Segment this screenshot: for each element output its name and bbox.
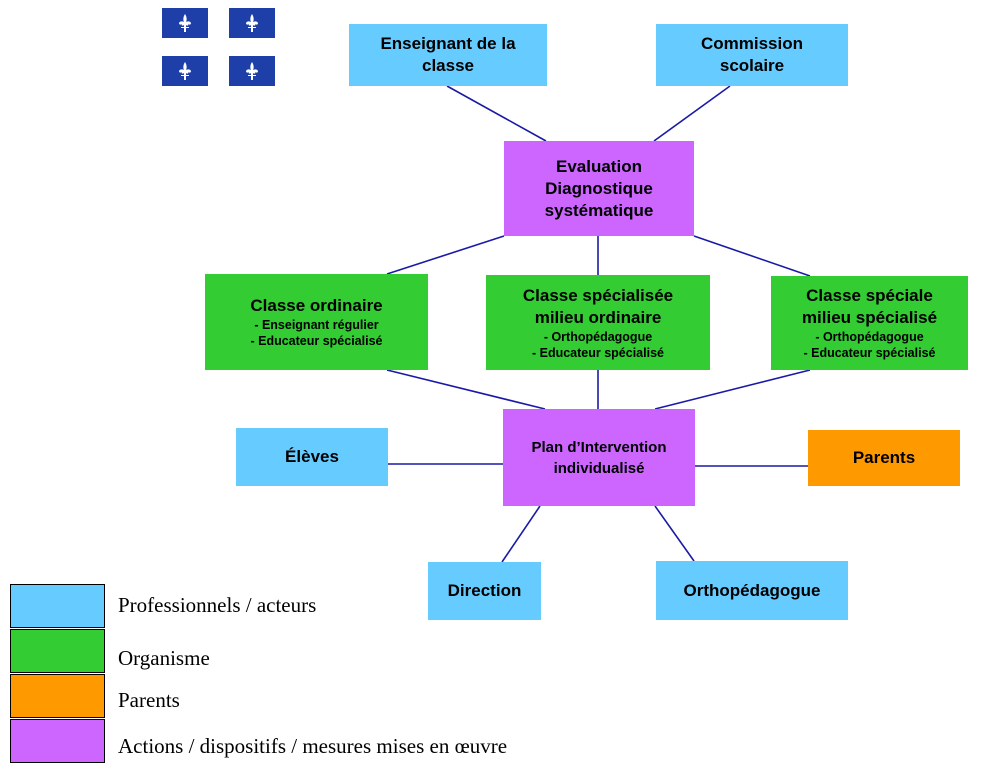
node-title: Commission scolaire	[700, 34, 804, 75]
node-title: Plan d’Intervention individualisé	[531, 438, 667, 477]
node-title: Parents	[852, 448, 916, 467]
node-commission: Commission scolaire	[656, 24, 848, 86]
edge-evaluation-classe_speciale	[693, 235, 811, 277]
edge-classe_speciale-plan	[654, 369, 811, 410]
legend-label: Organisme	[118, 646, 210, 670]
edge-commission-evaluation	[653, 85, 731, 142]
flag-icon	[162, 8, 208, 38]
legend-swatch	[10, 629, 105, 673]
node-title: Élèves	[285, 447, 339, 466]
edge-classe_ordinaire-plan	[386, 369, 546, 410]
node-title: Classe spéciale milieu spécialisé	[801, 286, 938, 327]
node-evaluation: Evaluation Diagnostique systématique	[504, 141, 694, 236]
node-classe-ordinaire: Classe ordinaire - Enseignant régulier -…	[205, 274, 428, 370]
legend-swatch	[10, 719, 105, 763]
flag-icon	[162, 56, 208, 86]
edge-direction-plan	[501, 505, 541, 563]
node-title: Classe ordinaire	[250, 296, 383, 315]
edge-orthopedagogue-plan	[654, 505, 695, 562]
node-parents: Parents	[808, 430, 960, 486]
legend-label: Actions / dispositifs / mesures mises en…	[118, 734, 508, 758]
edge-evaluation-classe_ordinaire	[386, 235, 505, 275]
node-subtitle: - Enseignant régulier - Educateur spécia…	[250, 318, 383, 348]
legend-label: Parents	[118, 688, 180, 712]
node-classe-specialisee: Classe spécialisée milieu ordinaire - Or…	[486, 275, 710, 370]
flag-icon	[229, 8, 275, 38]
node-title: Evaluation Diagnostique systématique	[544, 156, 654, 220]
edge-enseignant-evaluation	[446, 85, 547, 142]
node-subtitle: - Orthopédagogue - Educateur spécialisé	[531, 329, 664, 360]
node-eleves: Élèves	[236, 428, 388, 486]
legend-swatch	[10, 674, 105, 718]
node-subtitle: - Orthopédagogue - Educateur spécialisé	[803, 330, 936, 360]
node-orthopedagogue: Orthopédagogue	[656, 561, 848, 620]
node-title: Classe spécialisée milieu ordinaire	[522, 285, 674, 327]
node-title: Orthopédagogue	[683, 580, 821, 600]
node-plan: Plan d’Intervention individualisé	[503, 409, 695, 506]
node-enseignant: Enseignant de la classe	[349, 24, 547, 86]
legend-label: Professionnels / acteurs	[118, 593, 317, 617]
node-classe-speciale: Classe spéciale milieu spécialisé - Orth…	[771, 276, 968, 370]
node-title: Direction	[447, 581, 522, 600]
legend-swatch	[10, 584, 105, 628]
flag-icon	[229, 56, 275, 86]
node-title: Enseignant de la classe	[380, 34, 516, 75]
node-direction: Direction	[428, 562, 541, 620]
